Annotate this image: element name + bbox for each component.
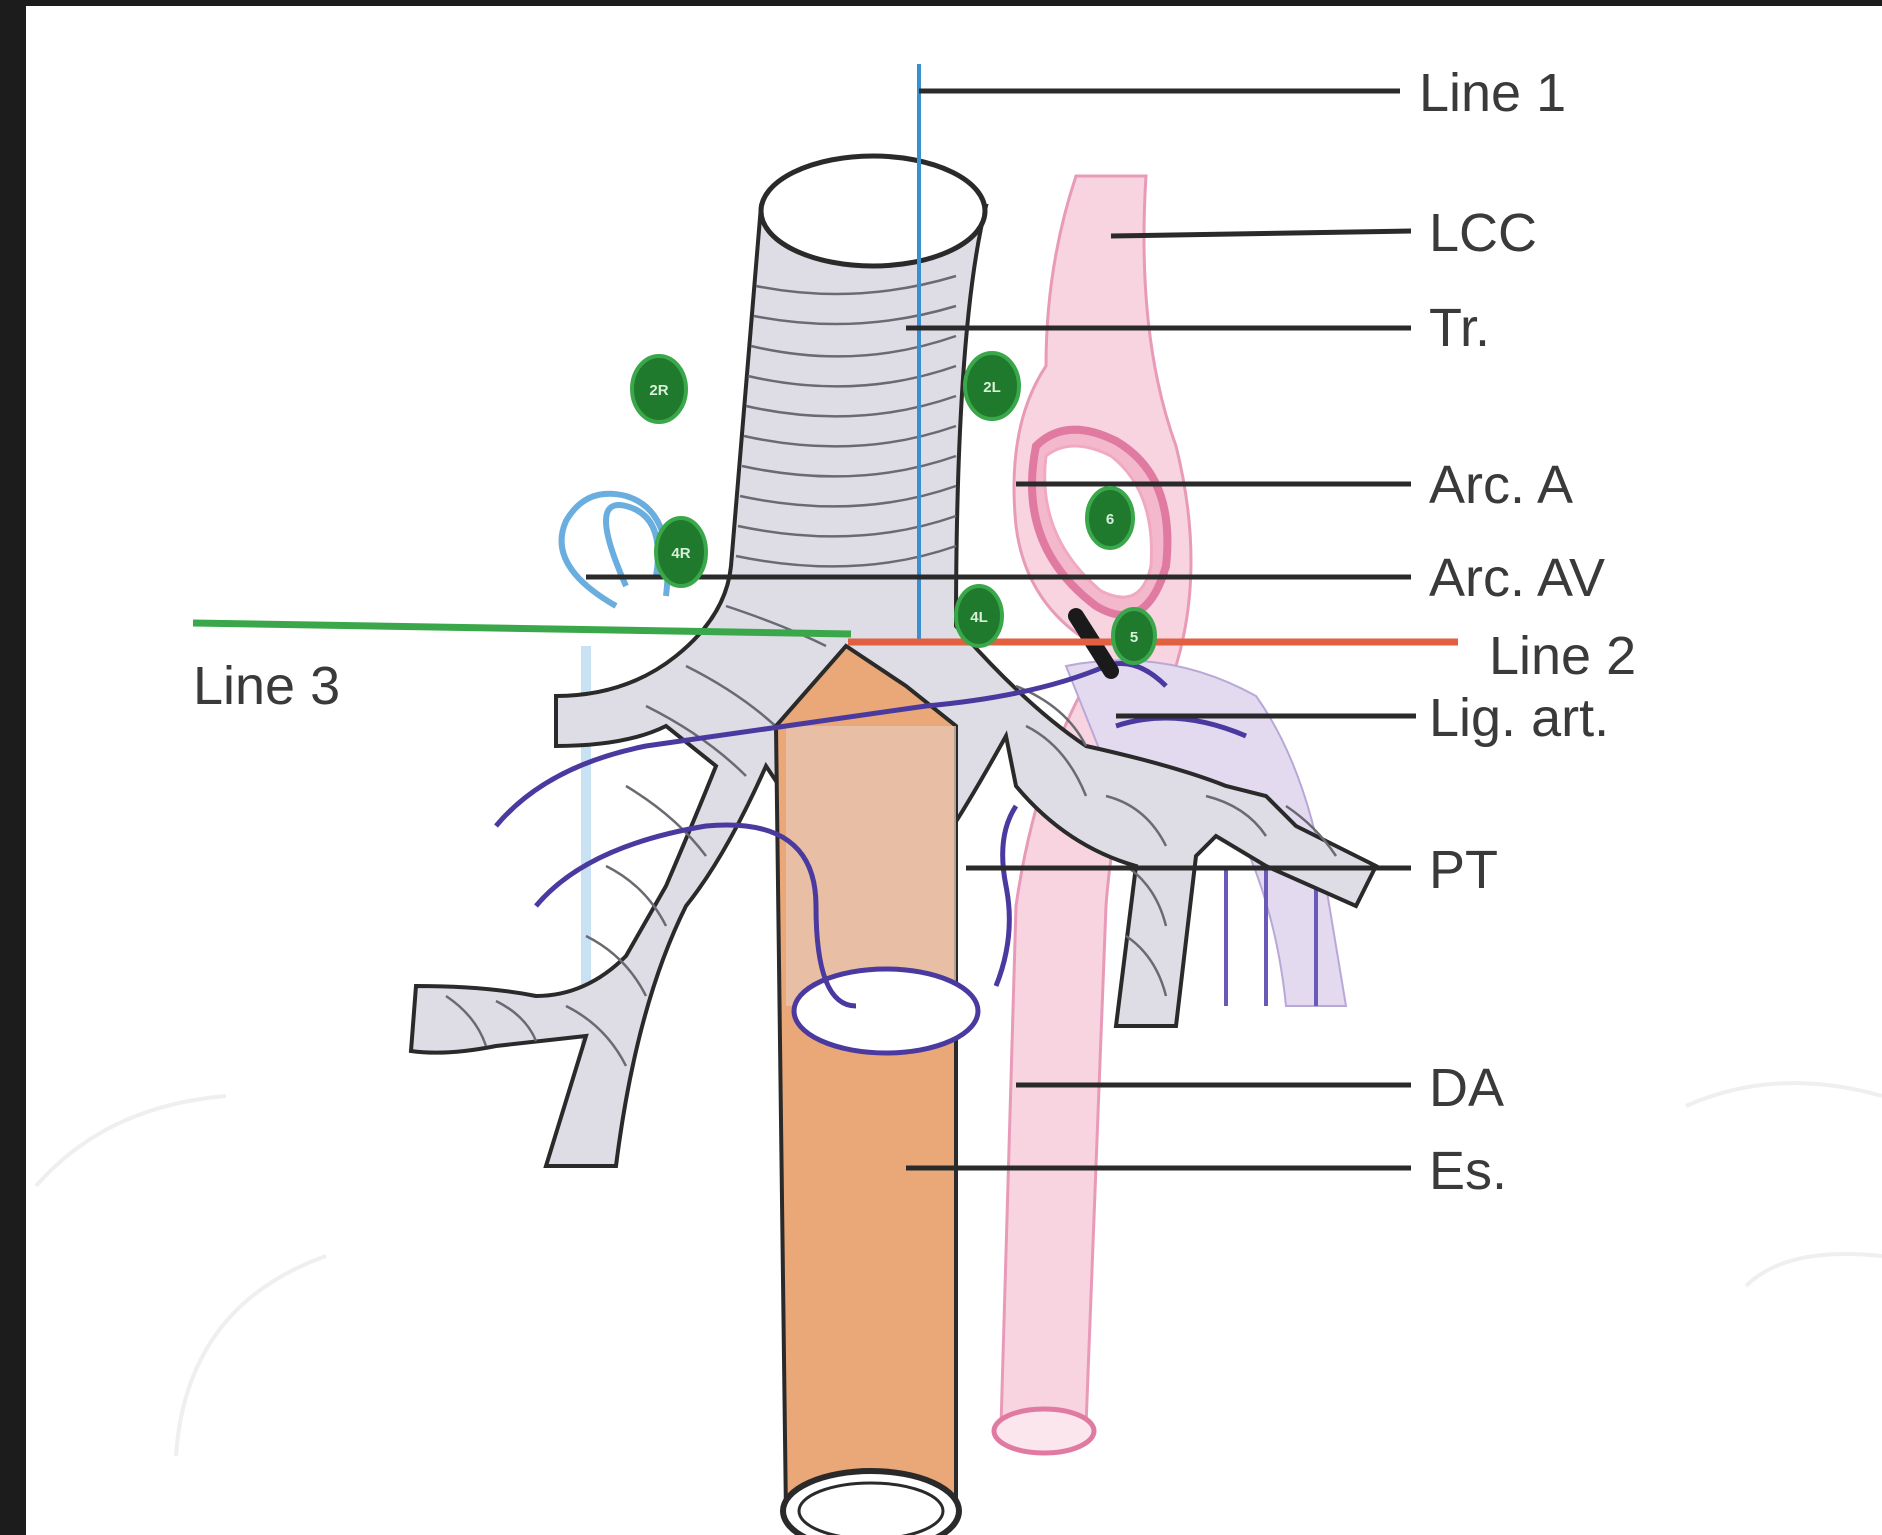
label-line-3: Line 3 [193, 656, 340, 716]
label-lig-art: Lig. art. [1429, 688, 1609, 748]
label-es: Es. [1429, 1141, 1507, 1201]
figure-panel: 2R 2L 4R 4L 6 [26, 6, 1882, 1535]
label-line-2: Line 2 [1489, 626, 1636, 686]
node-5: 5 [1113, 609, 1155, 663]
svg-text:2R: 2R [649, 382, 668, 399]
label-arc-a: Arc. A [1429, 455, 1573, 515]
svg-text:6: 6 [1106, 511, 1114, 528]
label-arc-av: Arc. AV [1429, 548, 1605, 608]
node-2l: 2L [965, 353, 1019, 419]
svg-text:2L: 2L [983, 379, 1001, 396]
label-tr: Tr. [1429, 298, 1490, 358]
label-pt: PT [1429, 840, 1498, 900]
node-2r: 2R [632, 356, 686, 422]
svg-text:5: 5 [1130, 629, 1138, 646]
background-curves [36, 1083, 1882, 1456]
svg-text:4L: 4L [970, 609, 988, 626]
anatomy-diagram: 2R 2L 4R 4L 6 [26, 6, 1882, 1535]
label-line-1: Line 1 [1419, 63, 1566, 123]
label-lcc: LCC [1429, 203, 1537, 263]
node-6: 6 [1087, 488, 1133, 548]
node-4r: 4R [656, 518, 706, 586]
label-da: DA [1429, 1058, 1504, 1118]
cut-vessel-ring [794, 969, 978, 1053]
esophagus [776, 646, 959, 1535]
node-4l: 4L [956, 586, 1002, 646]
svg-text:4R: 4R [671, 545, 690, 562]
